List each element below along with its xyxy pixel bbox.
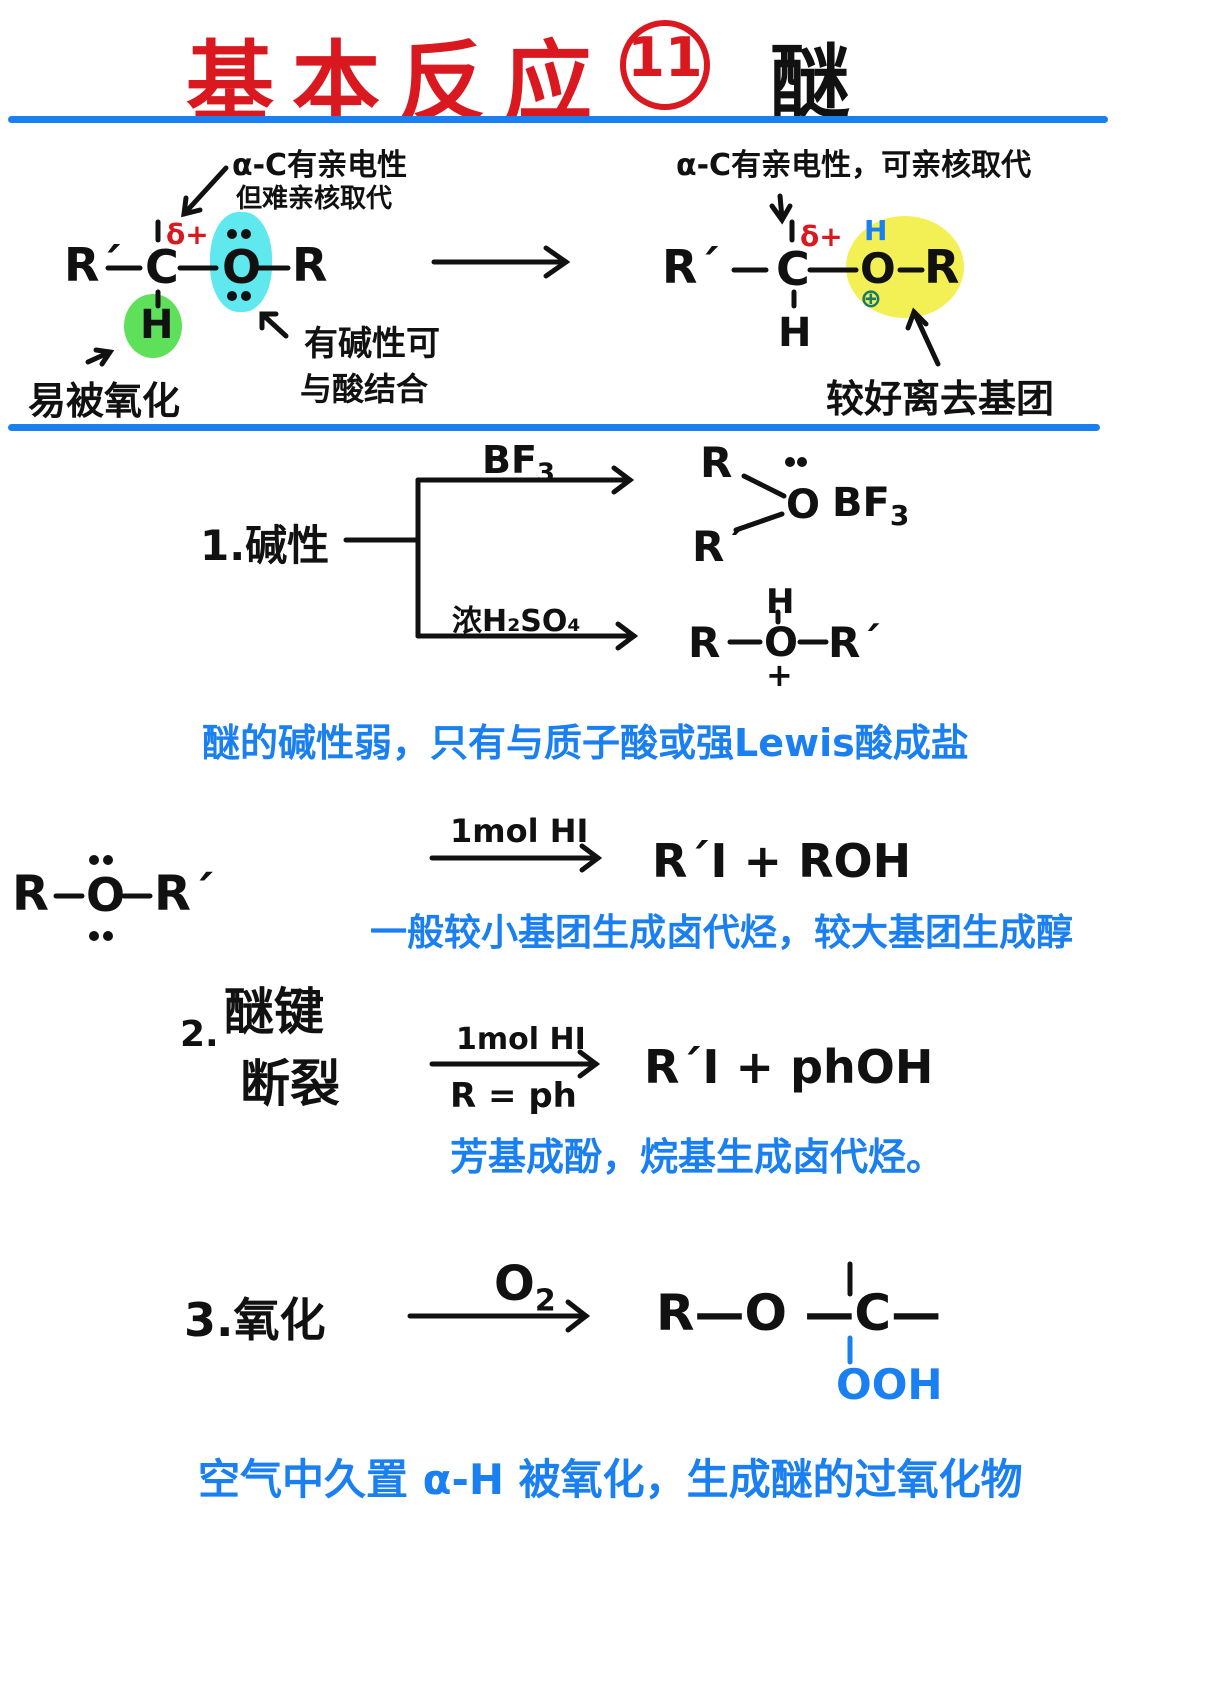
note-o-line1: 有碱性可: [304, 324, 440, 364]
arrow-to-right-carbon: [777, 193, 785, 221]
struct-right-r1: R´: [662, 240, 721, 294]
product2-r2: R´: [828, 618, 882, 667]
lone-pair-dot: [785, 457, 795, 467]
lone-pair-dot: [103, 931, 113, 941]
ether-oxygen: O: [86, 868, 126, 922]
section3-reagent-main: O: [494, 1256, 535, 1312]
section1-reagent-h2so4: 浓H₂SO₄: [452, 604, 581, 639]
bond-product1-r1-o: [741, 473, 787, 499]
lone-pair-dot: [89, 855, 99, 865]
struct-left-delta: δ+: [166, 218, 209, 251]
note-carbon-line2: 但难亲核取代: [236, 184, 393, 214]
arrow-head: [565, 1299, 591, 1333]
highlight-oxygen: [210, 212, 272, 312]
arrow-head: [579, 843, 603, 873]
product1-bf3-main: BF: [832, 480, 890, 526]
ether-r2: R´: [154, 866, 215, 922]
lone-pair-dot: [797, 457, 807, 467]
note-h-oxidized: 易被氧化: [28, 379, 181, 423]
product1-oxygen: O: [786, 482, 821, 528]
title-subject: 醚: [770, 36, 850, 129]
section1-reagent-bf3-main: BF: [482, 438, 537, 482]
product1-r1: R: [700, 438, 733, 487]
bond-product1-r2-o: [733, 511, 785, 533]
note-carbon-line1: α-C有亲电性: [232, 148, 408, 183]
arrow-head: [577, 1049, 601, 1079]
title-number: 11: [627, 26, 703, 89]
arrow-to-oxonium: [911, 309, 941, 367]
reaction2-reagent: 1mol HI: [456, 1022, 586, 1057]
section3-product: R—O —C—: [656, 1284, 942, 1342]
arrow-head: [181, 195, 203, 218]
struct-left-carbon: C: [145, 240, 179, 294]
reaction2-condition: R = ph: [450, 1076, 577, 1116]
struct-left-r1: R´: [64, 238, 123, 292]
struct-left-r2: R: [292, 238, 328, 292]
lone-pair-dot: [89, 931, 99, 941]
note-right-carbon: α-C有亲电性，可亲核取代: [676, 148, 1032, 183]
product1-bf3-sub: 3: [889, 499, 910, 532]
highlight-oxonium: [846, 216, 964, 318]
arrow-head: [259, 311, 279, 331]
arrow-head: [905, 307, 929, 331]
section3-reagent: O2: [494, 1256, 556, 1319]
lone-pair-dot: [227, 291, 237, 301]
struct-right-charge: ⊕: [860, 284, 882, 314]
arrow-to-carbon: [181, 165, 229, 217]
section3-note: 空气中久置 α-H 被氧化，生成醚的过氧化物: [198, 1455, 1023, 1504]
note-right-leaving-group: 较好离去基团: [826, 377, 1055, 421]
section3-reagent-sub: 2: [534, 1283, 556, 1319]
struct-left-oxygen: O: [222, 240, 262, 294]
section3-substituent: OOH: [836, 1360, 943, 1409]
note-o-line2: 与酸结合: [300, 370, 429, 408]
arrow-head: [615, 621, 639, 651]
arrow-head: [769, 203, 793, 225]
lone-pair-dot: [103, 855, 113, 865]
lone-pair-dot: [227, 229, 237, 239]
reaction1-product: R´I + ROH: [652, 834, 912, 888]
divider-top: [8, 116, 1108, 123]
arrow-to-oxygen: [259, 311, 289, 339]
section1-label: 1.碱性: [200, 521, 330, 570]
section2-label-line2: 断裂: [240, 1055, 340, 1113]
struct-right-delta: δ+: [800, 220, 843, 253]
reaction1-reagent: 1mol HI: [450, 812, 589, 850]
ether-r: R: [12, 866, 49, 922]
highlight-h: [124, 294, 182, 358]
reaction2-product: R´I + phOH: [644, 1040, 934, 1094]
lone-pair-dot: [241, 291, 251, 301]
arrow-head: [93, 347, 115, 367]
section2-label-line1: 醚键: [224, 983, 324, 1041]
title-number-circle: [620, 20, 710, 110]
arrow-head: [611, 465, 635, 495]
struct-right-r2: R: [924, 240, 960, 294]
struct-right-h-bottom: H: [778, 310, 812, 356]
divider-middle: [8, 424, 1100, 431]
product2-r: R: [688, 618, 721, 667]
struct-right-h-top: H: [864, 214, 888, 247]
struct-right-carbon: C: [776, 242, 810, 296]
section3-label: 3.氧化: [184, 1293, 326, 1347]
reaction2-note: 芳基成酚，烷基生成卤代烃。: [450, 1135, 945, 1179]
arrow-head: [543, 245, 571, 279]
section1-note: 醚的碱性弱，只有与质子酸或强Lewis酸成盐: [202, 721, 969, 765]
struct-left-h: H: [140, 302, 174, 348]
reaction1-note: 一般较小基团生成卤代烃，较大基团生成醇: [370, 911, 1073, 954]
lone-pair-dot: [241, 229, 251, 239]
section2-label-num: 2.: [180, 1014, 219, 1055]
product2-oxygen: O: [764, 620, 799, 666]
struct-right-oxygen: O: [860, 244, 896, 293]
product1-bf3: BF3: [832, 480, 909, 532]
product2-charge: +: [766, 656, 793, 694]
